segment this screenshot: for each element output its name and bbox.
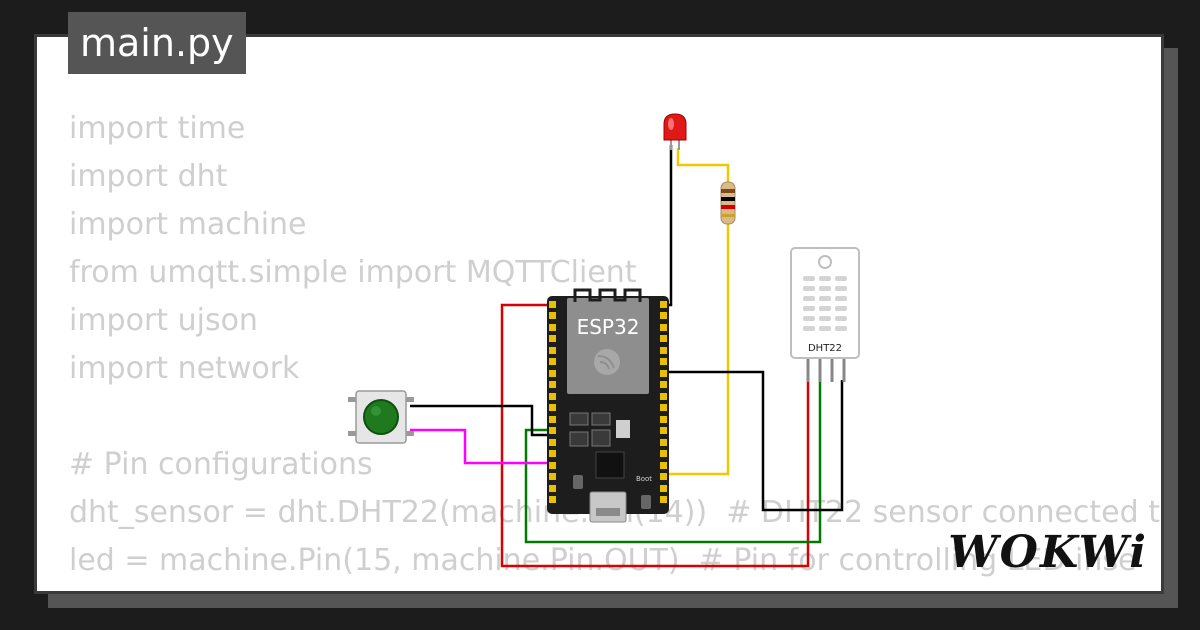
- filename-tab[interactable]: main.py: [68, 12, 246, 74]
- led-component[interactable]: [663, 113, 687, 150]
- dht22-sensor[interactable]: DHT22: [790, 247, 860, 382]
- boot-label: Boot: [636, 475, 652, 483]
- sensor-label: DHT22: [808, 343, 842, 354]
- wires: [410, 145, 844, 568]
- esp32-module: [567, 298, 649, 394]
- wire-black-dht: [660, 370, 844, 512]
- wire-magenta-button: [410, 428, 556, 465]
- code-preview: import time import dht import machine from …: [69, 105, 1160, 591]
- en-button[interactable]: [573, 475, 583, 489]
- code-line: import machine: [69, 207, 307, 242]
- code-line: import network: [69, 351, 300, 386]
- wire-black-button: [410, 404, 556, 437]
- espressif-logo-icon: [594, 349, 620, 375]
- wire-red-power: [500, 303, 810, 568]
- usb-port[interactable]: [589, 491, 627, 523]
- wire-black-led: [660, 145, 673, 307]
- pin-header-left: [549, 301, 556, 503]
- wire-yellow-led: [660, 148, 730, 476]
- boot-button[interactable]: [641, 495, 651, 509]
- usb-chip: [595, 451, 625, 479]
- code-line: led = machine.Pin(15, machine.Pin.OUT) #…: [69, 543, 1137, 578]
- wire-green-data: [524, 380, 822, 544]
- pin-header-right: [660, 301, 667, 503]
- button-cap[interactable]: [363, 399, 399, 435]
- code-line: from umqtt.simple import MQTTClient: [69, 255, 637, 290]
- push-button[interactable]: [348, 390, 414, 444]
- resistor-component[interactable]: [720, 181, 736, 225]
- code-line: import dht: [69, 159, 228, 194]
- code-line: # Pin configurations: [69, 447, 373, 482]
- sensor-grille: [803, 276, 847, 331]
- code-line: import time: [69, 111, 246, 146]
- wokwi-logo: WOKWi: [948, 527, 1148, 578]
- esp32-board[interactable]: ESP32 Boot: [547, 288, 669, 523]
- code-line: import ujson: [69, 303, 258, 338]
- board-label: ESP32: [577, 315, 640, 339]
